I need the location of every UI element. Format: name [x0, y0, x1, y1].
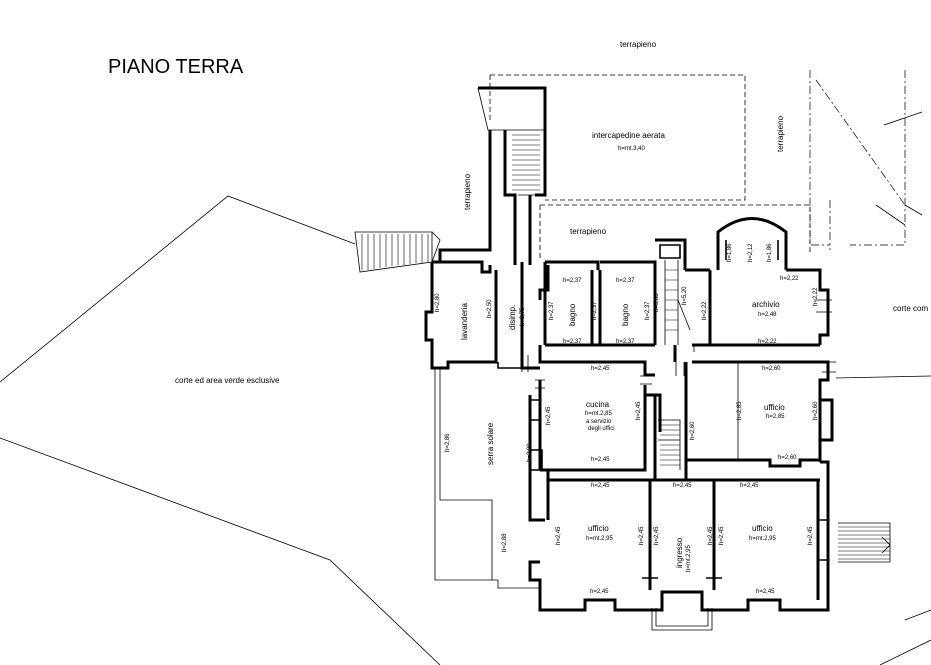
terrapieno-right-label: terrapieno [776, 115, 785, 152]
ufficio-left-label: ufficio [588, 524, 609, 533]
bagno-2-height-top: h=2,37 [616, 278, 635, 284]
cucina-note-1: a servizio [586, 419, 612, 425]
ufficio-br-height-top: h=2,45 [740, 483, 759, 489]
serra-height-1: h=2,86 [445, 433, 451, 452]
disimp-height: h=3,75 [520, 307, 526, 326]
archivio-height: h=2,48 [758, 312, 777, 318]
ufficio-br-height-right: h=2,45 [808, 526, 814, 545]
intercapedine-height: h=mt.3,40 [618, 146, 646, 152]
upper-corridor [438, 86, 547, 265]
lavanderia-height-1: h=2,80 [435, 293, 441, 312]
ufficio-left-height-bottom: h=2,45 [590, 589, 609, 595]
plan-title: PIANO TERRA [108, 56, 244, 78]
bagno-2-height-bottom: h=2,37 [616, 339, 635, 345]
disimp-label: disimp. [508, 305, 517, 330]
corte-area-label: corte ed area verde esclusive [175, 376, 280, 385]
ufficio-br-height-left: h=2,45 [719, 526, 725, 545]
terrapieno-left-label: terrapieno [463, 173, 472, 210]
ingresso-label: ingresso [675, 537, 684, 568]
lavanderia-label: lavanderia [460, 303, 469, 340]
cucina-height-top: h=2,45 [591, 366, 610, 372]
cucina-height-side: h=2,90 [527, 443, 533, 462]
ingresso-height: h=mt.2,95 [686, 544, 692, 572]
intercapedine-label: intercapedine aerata [592, 131, 665, 140]
stair-height-2: h=5,20 [682, 286, 688, 305]
bagno-1-height-left: h=2,37 [549, 301, 555, 320]
ufficio-right-height-top: h=2,60 [762, 366, 781, 372]
ufficio-left-height-left: h=2,45 [556, 526, 562, 545]
ingresso-height-top: h=2,45 [673, 483, 692, 489]
ufficio-right-height-mid: h=2,85 [737, 401, 743, 420]
terrapieno-outlines [489, 70, 923, 260]
building-walls [424, 195, 834, 612]
bagno-2-height-right: h=2,37 [645, 301, 651, 320]
archivio-height-bottom: h=2,22 [758, 339, 777, 345]
ufficio-left-height-top: h=2,45 [591, 483, 610, 489]
bagno-1-label: bagno [568, 303, 577, 326]
ufficio-br-label: ufficio [752, 524, 773, 533]
cucina-height-left: h=2,45 [546, 406, 552, 425]
archivio-height-left: h=2,22 [702, 301, 708, 320]
ufficio-right-height-left: h=2,60 [690, 421, 696, 440]
ufficio-left-height: h=mt.2,95 [586, 536, 614, 542]
lavanderia-height-2: h=2,50 [487, 299, 493, 318]
stair-height-1: h=3,83 [654, 293, 660, 312]
cucina-height: h=mt.2,85 [585, 411, 613, 417]
archivio-label: archivio [752, 300, 780, 309]
archivio-niche-height-right: h=1,86 [767, 243, 773, 262]
bagno-2-label: bagno [621, 303, 630, 326]
ufficio-right-height-bottom: h=2,60 [778, 455, 797, 461]
archivio-niche-height-center: h=2,12 [748, 243, 754, 262]
ufficio-right-height-right: h=2,60 [813, 401, 819, 420]
serra-solare-label: serra solare [486, 422, 495, 465]
terrapieno-mid-label: terrapieno [570, 227, 607, 236]
ingresso-height-right: h=2,45 [708, 526, 714, 545]
exterior-stairs-left [354, 231, 441, 273]
site-boundary-lines [0, 195, 931, 665]
cucina-note-2: degli uffici [588, 426, 615, 432]
cucina-height-bottom: h=2,45 [591, 457, 610, 463]
ufficio-right-height: h=2,85 [766, 414, 785, 420]
archivio-height-top: h=2,22 [780, 276, 799, 282]
corte-right-label: corte com [893, 304, 928, 313]
ufficio-right-label: ufficio [764, 403, 785, 412]
ingresso-height-left: h=2,45 [654, 526, 660, 545]
door-marks [521, 299, 836, 389]
archivio-niche-height-left: h=1,86 [727, 243, 733, 262]
archivio-height-right: h=2,22 [813, 287, 819, 306]
cucina-height-right: h=2,45 [636, 401, 642, 420]
bagno-1-height-bottom: h=2,37 [563, 339, 582, 345]
exterior-stairs-right [838, 522, 891, 563]
terrapieno-top-label: terrapieno [620, 40, 657, 49]
cucina-label: cucina [586, 400, 610, 409]
ufficio-br-height-bottom: h=2,45 [756, 589, 775, 595]
serra-height-2: h=2,88 [502, 533, 508, 552]
ufficio-left-height-right: h=2,45 [639, 526, 645, 545]
ufficio-br-height: h=mt.2,95 [749, 536, 777, 542]
bagno-1-height-top: h=2,37 [563, 278, 582, 284]
bagno-1-height-right: h=2,37 [592, 301, 598, 320]
